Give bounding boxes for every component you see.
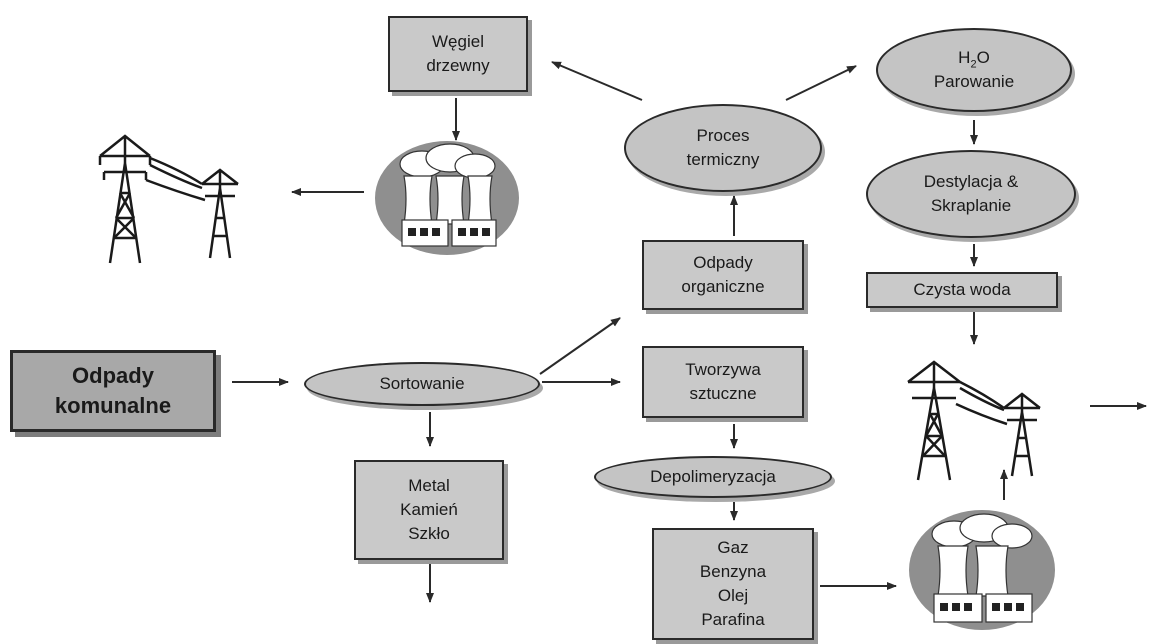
node-destylacja-skraplanie: Destylacja & Skraplanie <box>866 150 1076 238</box>
power-plant-icon <box>375 141 519 255</box>
power-lines-icon <box>907 360 1041 481</box>
arrow-proces-to-parowanie <box>785 65 857 101</box>
node-label: drzewny <box>426 56 490 75</box>
node-depolimeryzacja: Depolimeryzacja <box>594 456 832 498</box>
node-label: Tworzywa <box>685 360 761 379</box>
node-metal-kamien-szklo: Metal Kamień Szkło <box>354 460 504 560</box>
node-label: Parafina <box>701 610 765 629</box>
node-label: Węgiel <box>432 32 484 51</box>
node-label: Odpady <box>72 363 154 388</box>
power-plant-icon <box>909 510 1055 630</box>
node-label: termiczny <box>686 150 760 169</box>
node-label: Depolimeryzacja <box>650 467 776 486</box>
h2o-formula: H2O <box>958 48 990 71</box>
node-label: Czysta woda <box>913 280 1011 299</box>
node-czysta-woda: Czysta woda <box>866 272 1058 308</box>
node-proces-termiczny: Proces termiczny <box>624 104 822 192</box>
node-label: Sortowanie <box>379 374 465 393</box>
node-label: Olej <box>717 586 749 605</box>
arrow-proces-to-wegiel <box>551 61 643 101</box>
node-label: komunalne <box>54 393 172 418</box>
node-sortowanie: Sortowanie <box>304 362 540 406</box>
node-odpady-komunalne: Odpady komunalne <box>10 350 216 432</box>
node-label: Benzyna <box>699 562 767 581</box>
node-h2o-parowanie: H2O Parowanie <box>876 28 1072 112</box>
node-label: Kamień <box>400 500 458 519</box>
node-odpady-organiczne: Odpady organiczne <box>642 240 804 310</box>
node-label: Gaz <box>717 538 749 557</box>
node-label: Metal <box>408 476 450 495</box>
node-label: Odpady <box>693 253 753 272</box>
arrow-sortowanie-to-organiczne <box>539 317 621 375</box>
node-label: sztuczne <box>689 384 757 403</box>
node-label: Destylacja & <box>923 172 1019 191</box>
node-label: Parowanie <box>933 72 1015 91</box>
node-gaz-benzyna-olej-parafina: Gaz Benzyna Olej Parafina <box>652 528 814 640</box>
node-label: organiczne <box>681 277 765 296</box>
power-lines-icon <box>98 134 239 264</box>
node-tworzywa-sztuczne: Tworzywa sztuczne <box>642 346 804 418</box>
node-wegiel-drzewny: Węgiel drzewny <box>388 16 528 92</box>
node-label: Szkło <box>408 524 450 543</box>
node-label: Proces <box>696 126 750 145</box>
node-label: Skraplanie <box>930 196 1012 215</box>
